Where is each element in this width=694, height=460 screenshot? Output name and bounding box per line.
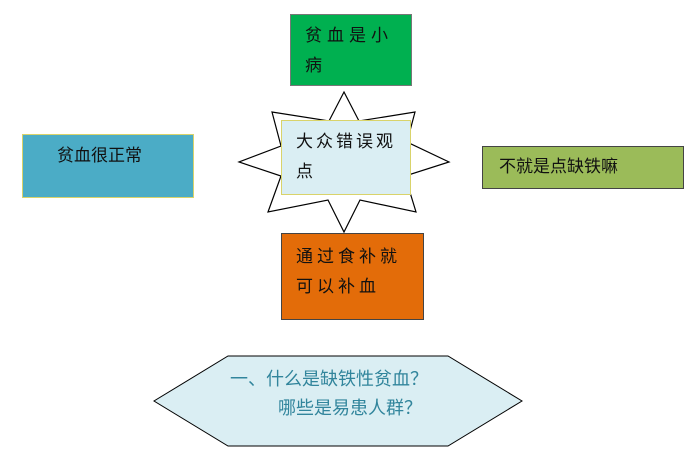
myth-bottom-label: 通过食补就可以补血 <box>296 247 401 297</box>
center-label: 大众错误观点 <box>296 132 396 182</box>
myth-box-left: 贫血很正常 <box>22 134 194 198</box>
center-box: 大众错误观点 <box>281 120 411 195</box>
myth-right-label: 不就是点缺铁嘛 <box>499 157 618 177</box>
banner-line-1: 一、什么是缺铁性贫血？ <box>230 369 428 390</box>
myth-box-top: 贫血是小病 <box>290 14 412 86</box>
myth-box-right: 不就是点缺铁嘛 <box>482 146 684 189</box>
myth-top-label: 贫血是小病 <box>305 26 393 76</box>
banner-hexagon <box>153 355 523 447</box>
myth-left-label: 贫血很正常 <box>57 146 142 166</box>
banner-line-2: 哪些是易患人群？ <box>278 398 422 419</box>
banner-text: 一、什么是缺铁性贫血？ 哪些是易患人群？ <box>230 365 470 423</box>
myth-box-bottom: 通过食补就可以补血 <box>281 233 424 320</box>
